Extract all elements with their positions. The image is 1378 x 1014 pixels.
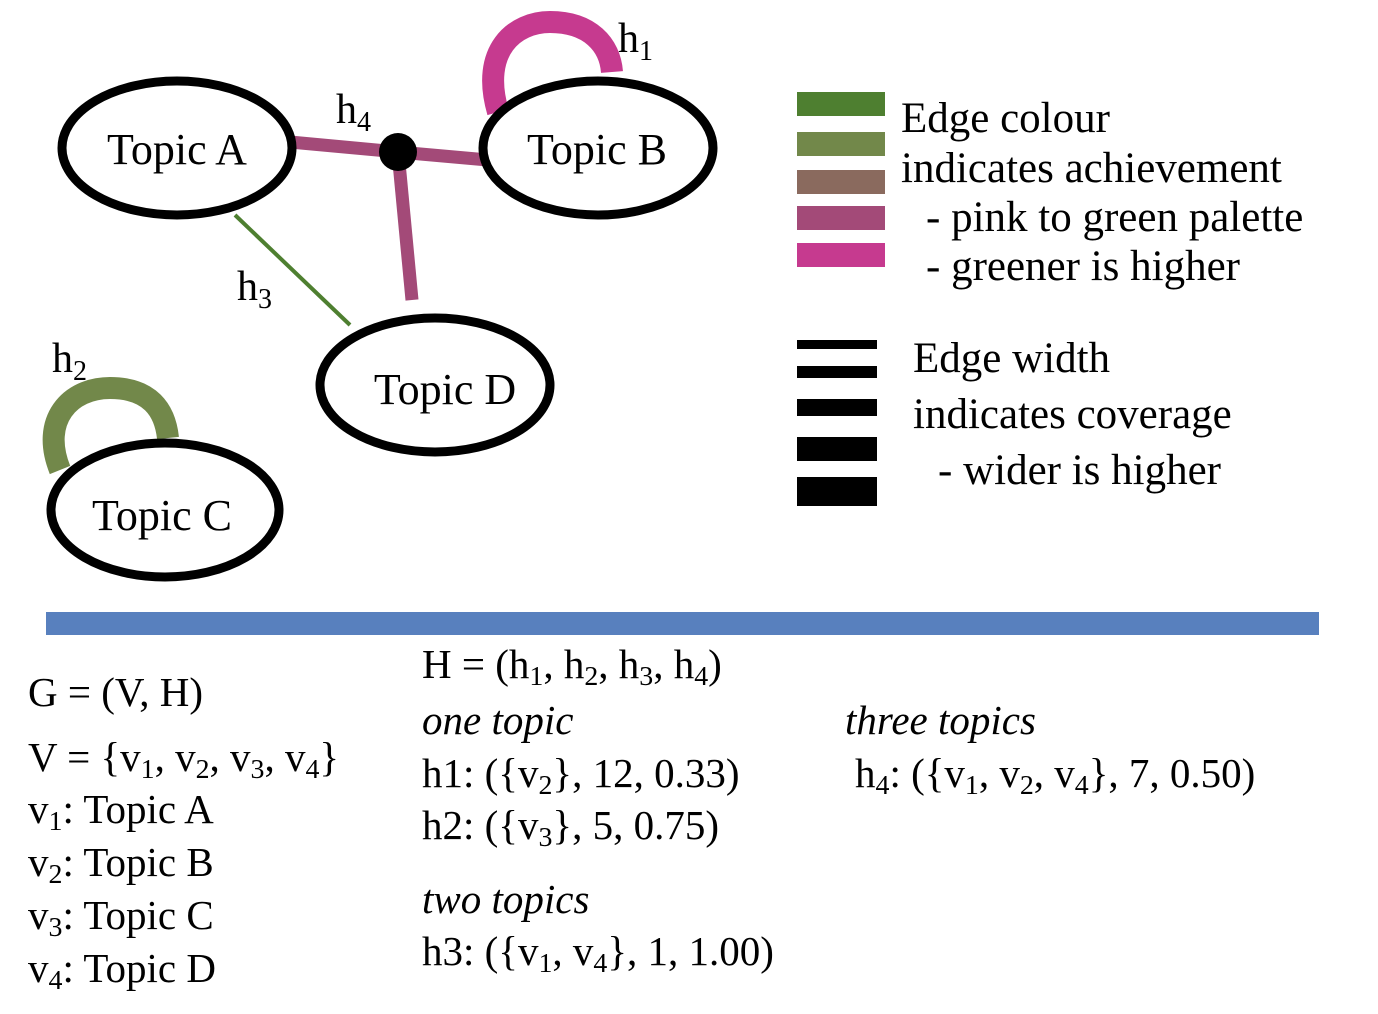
legend-colour-palette: - pink to green palette bbox=[926, 194, 1304, 241]
legend-colour-swatch-3 bbox=[797, 170, 885, 194]
def-vertex-1: v1: Topic A bbox=[28, 786, 214, 837]
edge-label-h1: h1 bbox=[618, 16, 653, 67]
legend-width-bar-1 bbox=[797, 340, 877, 349]
def-vertex-2: v2: Topic B bbox=[28, 839, 214, 890]
heading-two-topics: two topics bbox=[422, 876, 590, 922]
edge-label-h3: h3 bbox=[237, 264, 272, 315]
node-label-topic-a: Topic A bbox=[107, 125, 247, 174]
def-graph: G = (V, H) bbox=[28, 669, 203, 715]
def-h1: h1: ({v2}, 12, 0.33) bbox=[422, 750, 740, 801]
legend-width-bar-5 bbox=[797, 477, 877, 506]
edge-h3 bbox=[233, 213, 352, 327]
def-h4: h4: ({v1, v2, v4}, 7, 0.50) bbox=[855, 750, 1256, 801]
legend-colour-higher: - greener is higher bbox=[926, 243, 1240, 290]
edge-label-h4: h4 bbox=[336, 87, 371, 138]
legend-colour-swatch-4 bbox=[797, 206, 885, 230]
legend-width-higher: - wider is higher bbox=[938, 447, 1222, 494]
legend-width-title: Edge width bbox=[913, 335, 1111, 382]
node-label-topic-b: Topic B bbox=[527, 125, 667, 174]
legend-width-desc: indicates coverage bbox=[913, 391, 1232, 438]
legend-colour-swatch-1 bbox=[797, 92, 885, 116]
legend-colour-title: Edge colour bbox=[901, 95, 1110, 142]
legend-width-bar-4 bbox=[797, 437, 877, 461]
legend-colour-desc: indicates achievement bbox=[901, 145, 1282, 192]
node-label-topic-c: Topic C bbox=[92, 491, 232, 540]
def-vertex-set: V = {v1, v2, v3, v4} bbox=[28, 734, 340, 785]
def-vertex-3: v3: Topic C bbox=[28, 892, 214, 943]
h4-junction-dot bbox=[379, 133, 417, 171]
node-topic-d bbox=[315, 313, 555, 457]
def-h2: h2: ({v3}, 5, 0.75) bbox=[422, 802, 720, 853]
legend-width-bar-2 bbox=[797, 366, 877, 378]
section-divider bbox=[46, 612, 1319, 635]
legend-width-bar-3 bbox=[797, 399, 877, 416]
node-topic-b bbox=[478, 76, 718, 220]
hypergraph-diagram: Topic A Topic B Topic D Topic C h1 h4 h3… bbox=[42, 10, 885, 582]
legend-colour-swatch-5 bbox=[797, 243, 885, 267]
heading-three-topics: three topics bbox=[845, 697, 1036, 743]
node-topic-c bbox=[46, 438, 284, 582]
edge-h2-loop bbox=[42, 376, 179, 475]
edge-h4-to-topic-d bbox=[391, 151, 419, 301]
edge-label-h2: h2 bbox=[52, 336, 87, 387]
node-label-topic-d: Topic D bbox=[374, 365, 516, 414]
heading-one-topic: one topic bbox=[422, 697, 574, 743]
legend-colour-swatch-2 bbox=[797, 132, 885, 156]
edge-h1-loop bbox=[482, 10, 623, 116]
def-vertex-4: v4: Topic D bbox=[28, 945, 216, 996]
def-h3: h3: ({v1, v4}, 1, 1.00) bbox=[422, 928, 774, 979]
def-hyperedge-set: H = (h1, h2, h3, h4) bbox=[422, 641, 722, 692]
node-topic-a bbox=[57, 76, 297, 220]
